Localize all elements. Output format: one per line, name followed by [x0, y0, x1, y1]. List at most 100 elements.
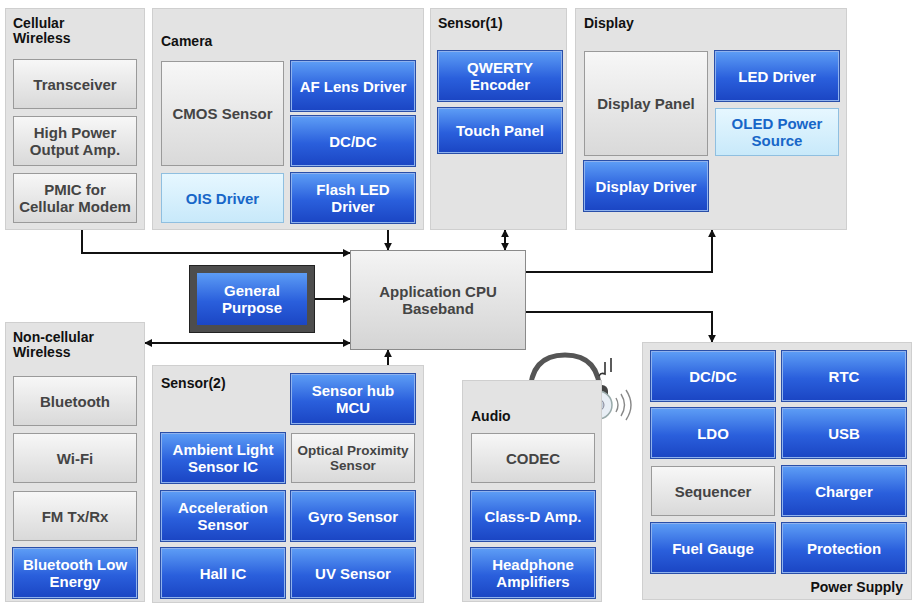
box-label: QWERTY Encoder — [444, 59, 556, 93]
group-title: Display — [584, 16, 704, 31]
component-box: RTC — [782, 351, 906, 401]
box-label: USB — [828, 425, 860, 442]
box-label: High Power Output Amp. — [19, 124, 131, 158]
connector-arrow — [504, 230, 506, 250]
group-title: Sensor(2) — [161, 376, 281, 391]
box-label: LED Driver — [738, 68, 816, 85]
component-box: Protection — [782, 523, 906, 573]
component-box: Display Panel — [584, 51, 708, 156]
group-panel: Non-cellular WirelessBluetoothWi-Fi FM Tx… — [5, 322, 145, 602]
component-box: Bluetooth Low Energy — [13, 548, 137, 598]
component-box: Class-D Amp. — [471, 491, 595, 541]
component-box: CODEC — [471, 433, 595, 483]
component-box: Fuel Gauge — [651, 523, 775, 573]
box-label: Headphone Amplifiers — [477, 556, 589, 590]
group-title: Camera — [161, 34, 311, 49]
group-title: Sensor(1) — [438, 16, 558, 31]
connector-arrow — [526, 312, 712, 342]
box-label: LDO — [697, 425, 729, 442]
component-box: Optical Proximity Sensor — [291, 433, 415, 483]
group-panel: Sensor(2) Sensor hub MCU Ambient Light Sen… — [152, 365, 424, 603]
component-box: High Power Output Amp. — [13, 116, 137, 166]
box-label: OIS Driver — [186, 190, 259, 207]
component-box: PMIC for Cellular Modem — [13, 173, 137, 223]
box-label: General Purpose — [202, 282, 302, 316]
component-box: LED Driver — [715, 51, 839, 101]
component-box: Wi-Fi — [13, 433, 137, 483]
group-title: Non-cellular Wireless — [13, 330, 113, 360]
box-label: Display Driver — [596, 178, 697, 195]
component-box: AF Lens Driver — [291, 61, 415, 111]
component-box: Gyro Sensor — [291, 491, 415, 541]
component-box: Touch Panel — [438, 108, 562, 153]
box-label: Transceiver — [33, 76, 116, 93]
box-label: DC/DC — [689, 368, 737, 385]
box-label: Touch Panel — [456, 122, 544, 139]
group-title: Power Supply — [783, 580, 903, 595]
group-panel: CameraCMOS Sensor AF Lens DriverDC/DC OIS … — [152, 8, 424, 230]
connector-arrow — [314, 298, 350, 300]
component-box: USB — [782, 408, 906, 458]
component-box: OIS Driver — [161, 173, 284, 223]
component-box: OLED Power Source — [715, 108, 839, 156]
box-label: Acceleration Sensor — [167, 499, 279, 533]
component-box: Ambient Light Sensor IC — [161, 433, 285, 483]
box-label: Charger — [815, 483, 873, 500]
component-box: General Purpose — [190, 266, 314, 332]
box-label: Bluetooth — [40, 393, 110, 410]
component-box: Acceleration Sensor — [161, 491, 285, 541]
box-label: Flash LED Driver — [297, 181, 409, 215]
box-label: Bluetooth Low Energy — [19, 556, 131, 590]
box-label: CODEC — [506, 450, 560, 467]
connector-arrow — [387, 350, 389, 365]
box-label: Fuel Gauge — [672, 540, 754, 557]
group-panel: AudioCODEC Class-D Amp. Headphone Amplifie… — [462, 380, 602, 602]
component-box: LDO — [651, 408, 775, 458]
box-label: Application CPU Baseband — [356, 283, 520, 317]
connector-arrow — [387, 230, 389, 250]
box-label: OLED Power Source — [721, 115, 833, 149]
component-box: Hall IC — [161, 548, 285, 598]
component-box: DC/DC — [651, 351, 775, 401]
box-label: FM Tx/Rx — [42, 508, 109, 525]
component-box: Transceiver — [13, 59, 137, 109]
component-box: Sequencer — [651, 466, 775, 516]
component-box: UV Sensor — [291, 548, 415, 598]
box-label: PMIC for Cellular Modem — [19, 181, 131, 215]
box-label: Optical Proximity Sensor — [297, 443, 409, 473]
component-box: Charger — [782, 466, 906, 516]
box-label: Sensor hub MCU — [297, 382, 409, 416]
group-title: Audio — [471, 409, 531, 424]
box-label: Class-D Amp. — [485, 508, 582, 525]
box-label: RTC — [829, 368, 860, 385]
connector-arrow — [145, 342, 350, 344]
group-title: Cellular Wireless — [13, 16, 105, 46]
component-box: QWERTY Encoder — [438, 51, 562, 101]
component-box: Display Driver — [584, 161, 708, 211]
box-label: CMOS Sensor — [172, 105, 272, 122]
box-label: Hall IC — [200, 565, 247, 582]
box-label: Gyro Sensor — [308, 508, 398, 525]
box-label: Sequencer — [675, 483, 752, 500]
connector-arrow — [82, 230, 350, 253]
component-box: Headphone Amplifiers — [471, 548, 595, 598]
component-box: Bluetooth — [13, 376, 137, 426]
component-box: Flash LED Driver — [291, 173, 415, 223]
box-label: DC/DC — [329, 133, 377, 150]
group-panel: DisplayDisplay Panel LED DriverOLED Power… — [575, 8, 847, 230]
box-label: Display Panel — [597, 95, 695, 112]
group-panel: Cellular WirelessTransceiverHigh Power O… — [5, 8, 145, 230]
box-label: Ambient Light Sensor IC — [167, 441, 279, 475]
group-panel: Power Supply DC/DC RTC LDO USB Sequencer Charg… — [642, 342, 912, 600]
component-box: CMOS Sensor — [161, 61, 284, 166]
component-box: DC/DC — [291, 116, 415, 166]
group-panel: Sensor(1) QWERTY EncoderTouch Panel — [430, 8, 567, 230]
cpu-box: Application CPU Baseband — [350, 250, 526, 350]
box-label: AF Lens Driver — [300, 78, 407, 95]
component-box: FM Tx/Rx — [13, 491, 137, 541]
component-box: Sensor hub MCU — [291, 374, 415, 424]
box-label: UV Sensor — [315, 565, 391, 582]
box-label: Wi-Fi — [57, 450, 94, 467]
connector-arrow — [526, 230, 712, 272]
